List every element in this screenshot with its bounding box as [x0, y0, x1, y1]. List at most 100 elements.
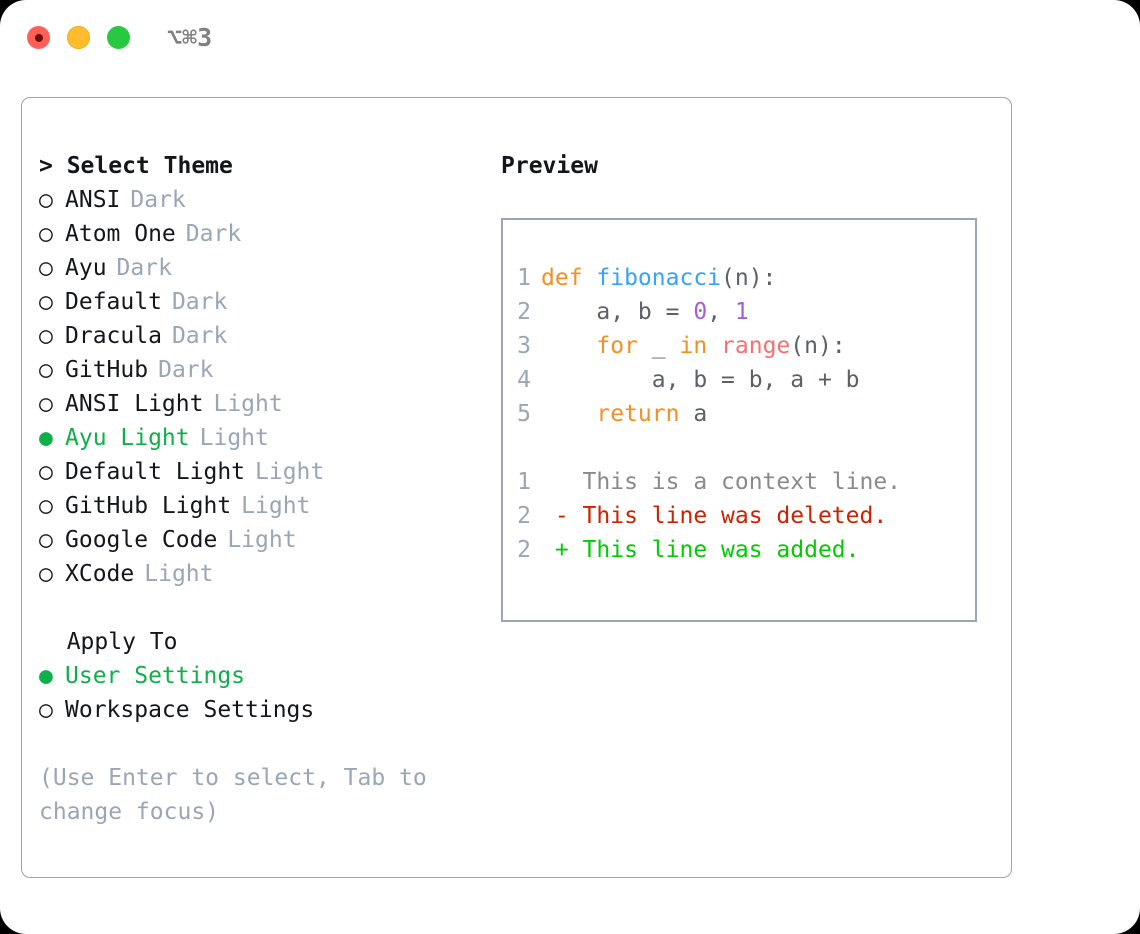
- apply-to-heading: Apply To: [39, 629, 178, 655]
- option-label: User Settings: [65, 663, 246, 689]
- code-token: fibonacci: [596, 265, 722, 291]
- option-category-tag: Dark: [158, 357, 214, 383]
- option-row[interactable]: ●User Settings: [39, 659, 479, 693]
- option-category-tag: Light: [241, 493, 311, 519]
- option-category-tag: Dark: [116, 255, 172, 281]
- close-button[interactable]: [27, 26, 50, 49]
- code-token: def: [541, 265, 597, 291]
- option-row[interactable]: ○ Ayu Dark: [39, 251, 479, 285]
- code-line: 3 for _ in range(n):: [517, 329, 975, 363]
- option-category-tag: Light: [199, 425, 269, 451]
- option-label: ANSI Light: [65, 391, 204, 417]
- line-number: 2: [517, 537, 531, 563]
- option-row[interactable]: ○ Dracula Dark: [39, 319, 479, 353]
- option-label: Ayu: [65, 255, 107, 281]
- option-row[interactable]: ○ Atom One Dark: [39, 217, 479, 251]
- code-line: 4 a, b = b, a + b: [517, 363, 975, 397]
- option-label: Atom One: [65, 221, 176, 247]
- option-label: XCode: [65, 561, 135, 587]
- code-token: (n):: [790, 333, 846, 359]
- radio-unselected-icon: ○: [39, 357, 53, 383]
- preview-heading: Preview: [501, 153, 598, 179]
- line-number: 5: [517, 401, 531, 427]
- line-number: 3: [517, 333, 531, 359]
- code-token: in: [679, 333, 708, 359]
- option-label: Default: [65, 289, 162, 315]
- option-label: Google Code: [65, 527, 218, 553]
- option-category-tag: Dark: [130, 187, 186, 213]
- code-token: a: [679, 401, 708, 427]
- code-token: This is a context line.: [541, 469, 902, 495]
- option-label: Ayu Light: [65, 425, 190, 451]
- option-row[interactable]: ○Workspace Settings: [39, 693, 479, 727]
- option-label: Workspace Settings: [65, 697, 315, 723]
- radio-unselected-icon: ○: [39, 187, 53, 213]
- option-category-tag: Light: [255, 459, 325, 485]
- window-controls: [27, 26, 130, 49]
- select-theme-heading: > Select Theme: [39, 153, 233, 179]
- apply-to-option-list: ●User Settings○Workspace Settings: [39, 659, 479, 727]
- code-token: range: [721, 333, 791, 359]
- option-category-tag: Dark: [171, 323, 228, 349]
- maximize-button[interactable]: [107, 26, 130, 49]
- code-token: [707, 333, 721, 359]
- code-line: 5 return a: [517, 397, 975, 431]
- code-diff-spacer: [517, 431, 975, 465]
- code-token: (n):: [721, 265, 777, 291]
- diff-sample: 1 This is a context line.2 - This line w…: [517, 465, 975, 567]
- option-row[interactable]: ● Ayu Light Light: [39, 421, 479, 455]
- code-token: ,: [707, 299, 735, 325]
- radio-unselected-icon: ○: [39, 527, 53, 553]
- option-row[interactable]: ○ Default Light Light: [39, 455, 479, 489]
- code-line: 2 a, b = 0, 1: [517, 295, 975, 329]
- option-category-tag: Light: [227, 527, 297, 553]
- option-label: ANSI: [65, 187, 121, 213]
- code-token: 1: [734, 299, 749, 325]
- code-token: a, b =: [541, 299, 694, 325]
- line-number: 4: [517, 367, 531, 393]
- line-number: 2: [517, 503, 531, 529]
- option-row[interactable]: ○ ANSI Dark: [39, 183, 479, 217]
- radio-selected-icon: ●: [39, 425, 53, 451]
- diff-line: 2 - This line was deleted.: [517, 499, 975, 533]
- code-token: return: [596, 401, 680, 427]
- line-number: 1: [517, 265, 531, 291]
- radio-unselected-icon: ○: [39, 221, 53, 247]
- section-spacer: [39, 591, 479, 625]
- code-token: a, b = b, a + b: [541, 367, 860, 393]
- diff-line: 1 This is a context line.: [517, 465, 975, 499]
- option-category-tag: Dark: [171, 289, 228, 315]
- code-token: [541, 401, 596, 427]
- diff-line: 2 + This line was added.: [517, 533, 975, 567]
- code-token: + This line was added.: [541, 537, 860, 563]
- radio-unselected-icon: ○: [39, 255, 53, 281]
- code-token: _: [637, 333, 680, 359]
- minimize-button[interactable]: [67, 26, 90, 49]
- code-token: [541, 333, 596, 359]
- option-label: Default Light: [65, 459, 246, 485]
- keyboard-hint-text: (Use Enter to select, Tab to change focu…: [39, 765, 441, 825]
- radio-unselected-icon: ○: [39, 493, 53, 519]
- radio-unselected-icon: ○: [39, 391, 53, 417]
- code-token: 0: [693, 299, 708, 325]
- radio-unselected-icon: ○: [39, 459, 53, 485]
- line-number: 1: [517, 469, 531, 495]
- keyboard-shortcut-label: ⌥⌘3: [167, 23, 213, 52]
- option-category-tag: Dark: [185, 221, 242, 247]
- option-row[interactable]: ○ Google Code Light: [39, 523, 479, 557]
- title-bar: ⌥⌘3: [0, 0, 1140, 76]
- code-token: for: [596, 333, 638, 359]
- option-label: Dracula: [65, 323, 162, 349]
- radio-unselected-icon: ○: [39, 323, 53, 349]
- line-number: 2: [517, 299, 531, 325]
